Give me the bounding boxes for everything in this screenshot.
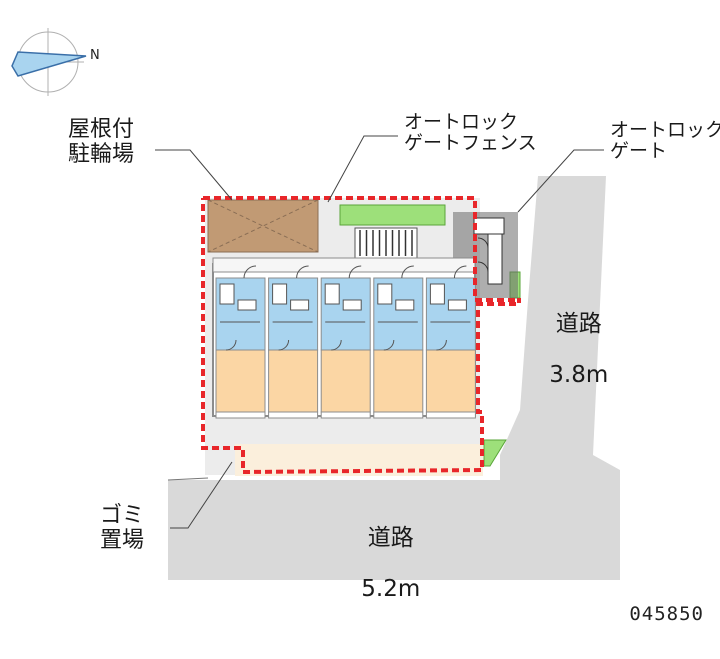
leader-gate-fence (327, 135, 398, 203)
label-autolock-gate: オートロック ゲート (610, 119, 720, 163)
road-south-width: 5.2m (361, 576, 421, 603)
compass (11, 28, 87, 96)
stair-steps (359, 230, 413, 256)
bike-parking-cross (207, 199, 319, 253)
unit-door-arc (278, 339, 290, 351)
unit-room (373, 349, 424, 413)
leader-gate (517, 149, 604, 213)
unit-kitchen (342, 299, 362, 311)
gate-door-arc (477, 237, 489, 249)
compass-needle-icon (11, 51, 87, 77)
leader-bike-parking (155, 149, 233, 201)
corridor (212, 257, 476, 273)
unit-room (268, 349, 319, 413)
unit-door-arc (243, 265, 257, 279)
unit-bath (219, 283, 235, 305)
unit-door-arc (453, 265, 467, 279)
label-autolock-gate-fence: オートロック ゲートフェンス (404, 111, 537, 155)
unit-balcony (425, 411, 476, 419)
unit-door-arc (225, 339, 237, 351)
leader-garbage (170, 461, 233, 529)
compass-north-label: N (90, 48, 100, 63)
gate-structure (487, 233, 503, 285)
gate-structure (473, 217, 505, 235)
unit-door-arc (383, 339, 395, 351)
unit-balcony (268, 411, 319, 419)
label-road-east: 道路 3.8m (520, 286, 608, 415)
unit-balcony (320, 411, 371, 419)
greenery-strip (339, 204, 446, 226)
bike-parking-cross (207, 199, 319, 253)
bike-parking-area (207, 199, 319, 253)
unit-bath (324, 283, 340, 305)
unit-door-arc (348, 265, 362, 279)
unit-row (215, 265, 476, 419)
unit-door-arc (401, 265, 414, 279)
road-south (168, 480, 620, 580)
unit-room (320, 349, 371, 413)
unit-balcony (215, 411, 266, 419)
unit-kitchen (447, 299, 467, 311)
label-road-south: 道路 5.2m (332, 500, 420, 629)
unit-room (215, 349, 266, 413)
gate-door-arc (477, 261, 489, 273)
unit-door-arc (296, 265, 309, 279)
road-east-width: 3.8m (549, 362, 609, 389)
unit-bath (272, 283, 288, 305)
unit-kitchen (395, 299, 415, 311)
road-edge-line (167, 477, 209, 481)
site-boundary (201, 196, 521, 475)
unit-bath (429, 283, 445, 305)
road-east-name: 道路 (555, 310, 602, 337)
unit-balcony (373, 411, 424, 419)
unit-kitchen (237, 299, 257, 311)
unit-bath (377, 283, 393, 305)
unit-room (425, 349, 476, 413)
image-code: 045850 (629, 603, 704, 625)
greenery-corner (483, 439, 507, 467)
unit-kitchen (290, 299, 310, 311)
unit-door-arc (436, 339, 447, 351)
road-east (500, 176, 620, 480)
unit-door-arc (331, 339, 342, 351)
road-south-name: 道路 (367, 524, 414, 551)
label-roof-bike-parking: 屋根付 駐輪場 (68, 117, 135, 167)
label-garbage-area: ゴミ 置場 (100, 503, 145, 553)
